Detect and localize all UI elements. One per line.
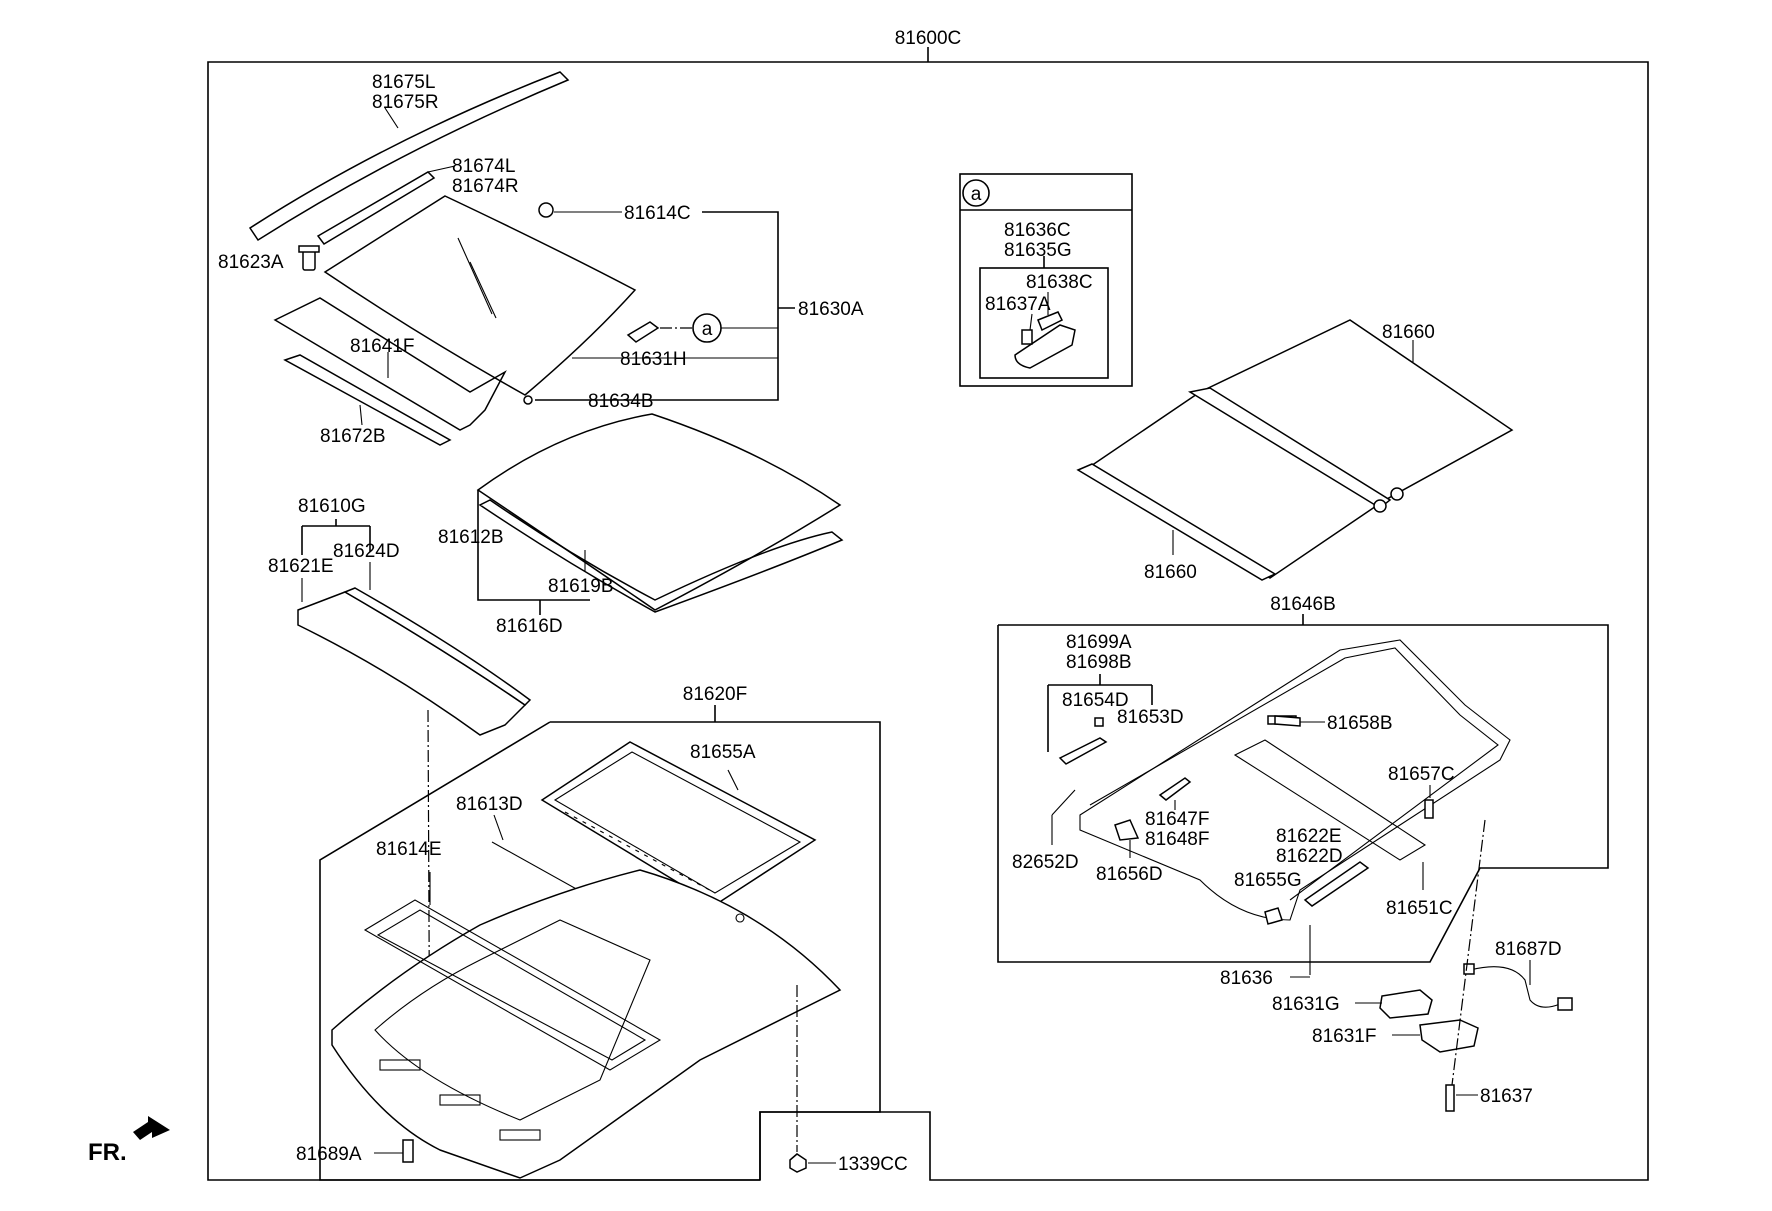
inset-a-header: a [971, 184, 982, 205]
label-81600c: 81600C [895, 28, 962, 49]
label-81610g: 81610G [298, 496, 366, 517]
label-81674l: 81674L [452, 156, 515, 177]
label-81653d: 81653D [1117, 707, 1184, 728]
label-81624d: 81624D [333, 541, 400, 562]
label-81674r: 81674R [452, 176, 519, 197]
label-81656d: 81656D [1096, 864, 1163, 885]
label-81635g: 81635G [1004, 240, 1072, 261]
label-81636: 81636 [1220, 968, 1273, 989]
label-81641f: 81641F [350, 336, 414, 357]
callout-a: a [702, 319, 713, 340]
motor-81631g-part [1379, 989, 1433, 1019]
label-81698b: 81698B [1066, 652, 1132, 673]
frame-81655a-part [540, 741, 817, 906]
nut-1339cc-part [789, 1153, 807, 1173]
label-81616d: 81616D [496, 616, 563, 637]
motor-81631f-part [1419, 1019, 1479, 1053]
label-82652d: 82652D [1012, 852, 1079, 873]
label-81655a: 81655A [690, 742, 756, 763]
label-81614c: 81614C [624, 203, 691, 224]
label-1339cc: 1339CC [838, 1154, 908, 1175]
label-81660-top: 81660 [1382, 322, 1435, 343]
sunshade-part [1076, 319, 1514, 581]
label-81630a: 81630A [798, 299, 864, 320]
label-81648f: 81648F [1145, 829, 1209, 850]
label-81619b: 81619B [548, 576, 614, 597]
label-81620f: 81620F [683, 684, 747, 705]
roof-frame-part [331, 869, 842, 1179]
part-81622d [1303, 861, 1370, 907]
front-arrow-icon [133, 1116, 170, 1140]
label-81637: 81637 [1480, 1086, 1533, 1107]
label-81637a: 81637A [985, 294, 1051, 315]
pin-81623a-part [298, 245, 320, 271]
harness-81687d-part [1469, 966, 1561, 1008]
label-81689a: 81689A [296, 1144, 362, 1165]
nut-81614c-part [538, 202, 554, 218]
label-81622e: 81622E [1276, 826, 1342, 847]
label-81646b: 81646B [1270, 594, 1336, 615]
label-81621e: 81621E [268, 556, 334, 577]
label-81636c: 81636C [1004, 220, 1071, 241]
label-81672b: 81672B [320, 426, 386, 447]
label-81622d: 81622D [1276, 846, 1343, 867]
label-81634b: 81634B [588, 391, 654, 412]
label-81614e: 81614E [376, 839, 442, 860]
clip-81654d-part [1094, 717, 1104, 727]
part-81647f [1158, 777, 1192, 801]
front-indicator: FR. [88, 1139, 127, 1166]
label-81699a: 81699A [1066, 632, 1132, 653]
label-81660-bottom: 81660 [1144, 562, 1197, 583]
part-81656d [1114, 819, 1140, 841]
label-81658b: 81658B [1327, 713, 1393, 734]
bracket-a-part [626, 321, 660, 343]
label-81675r: 81675R [372, 92, 439, 113]
fixed-glass-part [297, 587, 532, 736]
guide-part [1058, 737, 1108, 765]
label-81655g: 81655G [1234, 870, 1302, 891]
label-81631f: 81631F [1312, 1026, 1376, 1047]
label-81675l: 81675L [372, 72, 435, 93]
label-81638c: 81638C [1026, 272, 1093, 293]
label-81651c: 81651C [1386, 898, 1453, 919]
label-81612b: 81612B [438, 527, 504, 548]
label-81631h: 81631H [620, 349, 687, 370]
part-81655g [1264, 907, 1283, 925]
fixed-panel-part [476, 413, 844, 613]
part-81658b [1274, 715, 1301, 727]
bolt-81637-part [1445, 1084, 1455, 1112]
label-81657c: 81657C [1388, 764, 1455, 785]
sunroof-glass-part [273, 195, 637, 446]
label-81613d: 81613D [456, 794, 523, 815]
inset-a-box [959, 173, 1133, 387]
label-81654d: 81654D [1062, 690, 1129, 711]
screw-81634b-part [523, 395, 533, 405]
label-81687d: 81687D [1495, 939, 1562, 960]
drain-81689a-part [402, 1139, 414, 1163]
label-81631g: 81631G [1272, 994, 1340, 1015]
label-81647f: 81647F [1145, 809, 1209, 830]
label-81623a: 81623A [218, 252, 284, 273]
deflector-part [248, 71, 570, 245]
